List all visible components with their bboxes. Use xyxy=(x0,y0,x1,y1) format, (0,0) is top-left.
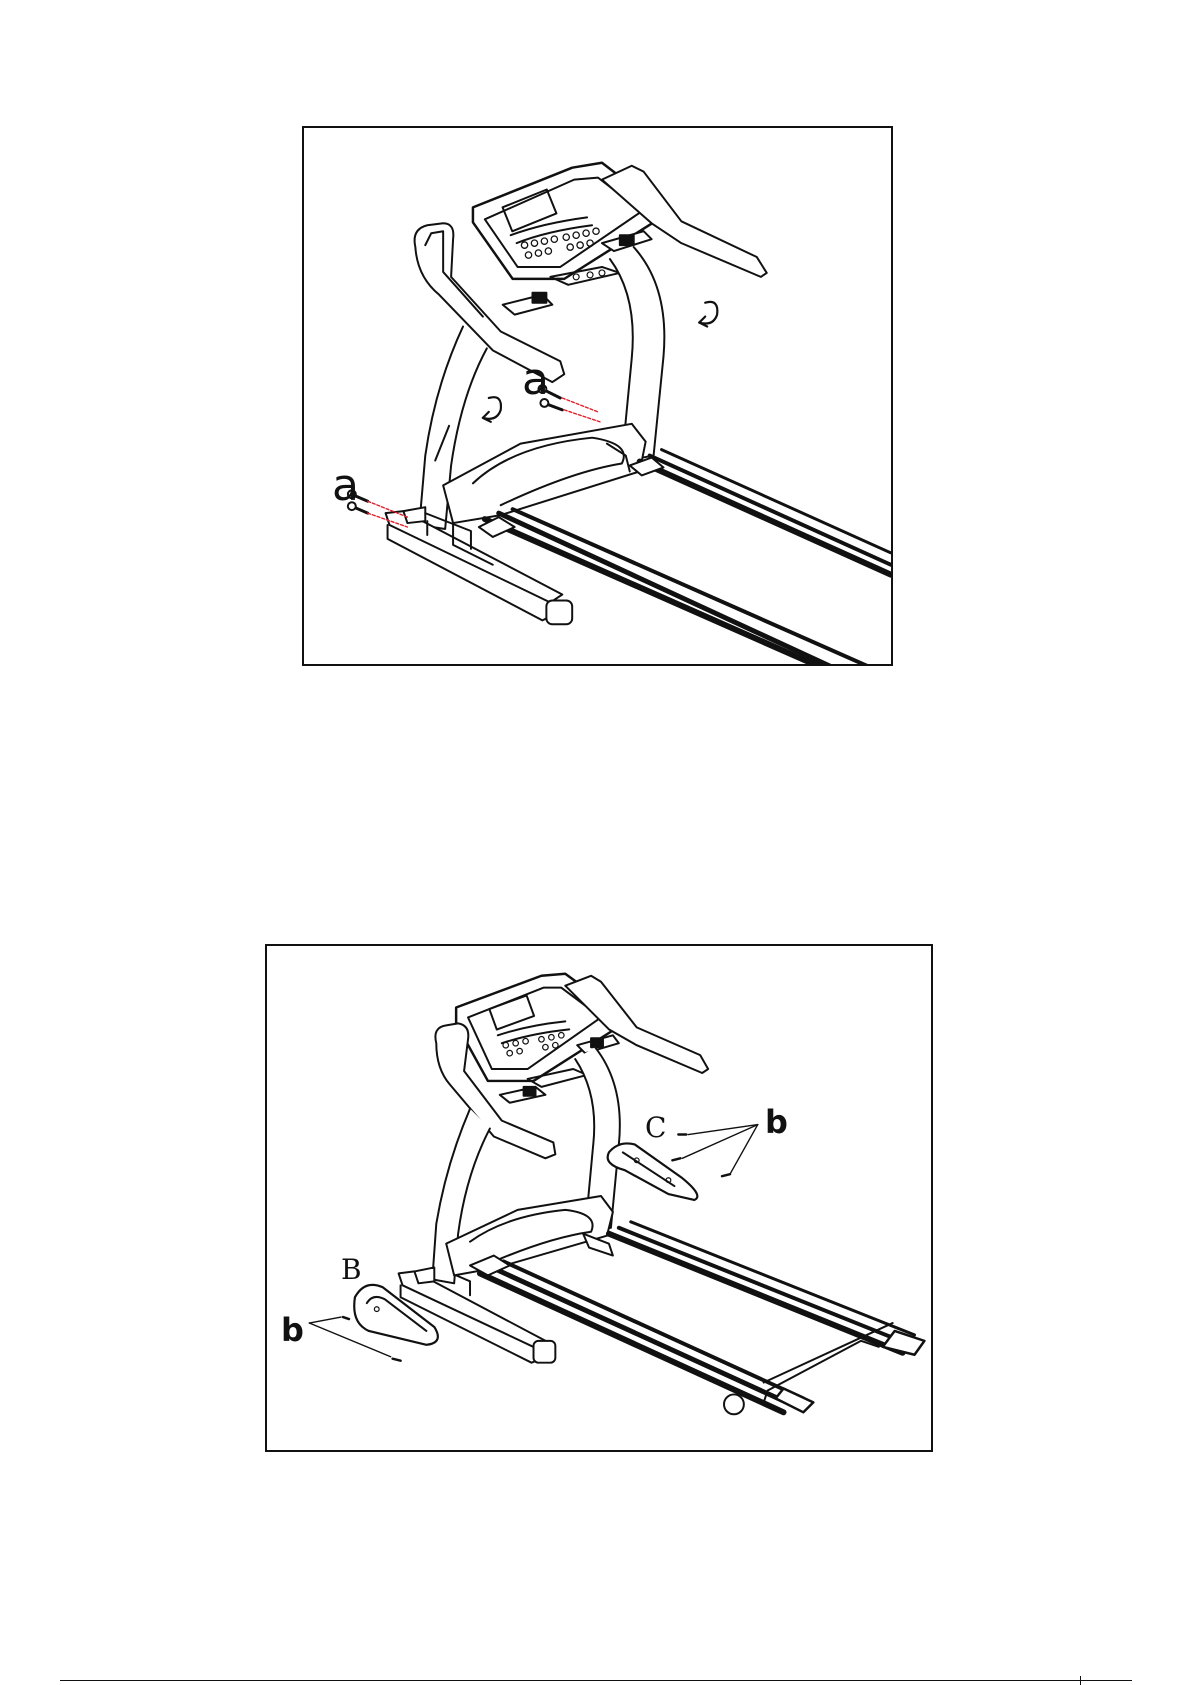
treadmill-drawing-1 xyxy=(304,128,891,664)
screw-label-b-right: b xyxy=(765,1106,788,1138)
screws-right xyxy=(672,1125,757,1177)
part-label-c: C xyxy=(645,1114,666,1142)
page-footer-tick xyxy=(1080,1676,1081,1685)
rotation-arrow-icon xyxy=(483,397,501,422)
rotation-arrow-icon xyxy=(699,302,717,327)
motor-hood xyxy=(446,1196,613,1275)
screw-label-lower: a xyxy=(332,464,359,508)
treadmill-drawing-2 xyxy=(267,946,931,1450)
motor-hood xyxy=(443,424,645,523)
part-label-b: B xyxy=(341,1256,362,1284)
screw-label-b-left: b xyxy=(281,1314,304,1346)
figure-1-upright-screw-assembly: a a xyxy=(302,126,893,666)
figure-2-side-cover-assembly: B C b b xyxy=(265,944,933,1452)
page-footer-rule xyxy=(60,1680,1132,1681)
base-frame xyxy=(399,1267,556,1362)
screw-label-upper: a xyxy=(522,358,549,402)
side-cover-c xyxy=(608,1143,698,1200)
